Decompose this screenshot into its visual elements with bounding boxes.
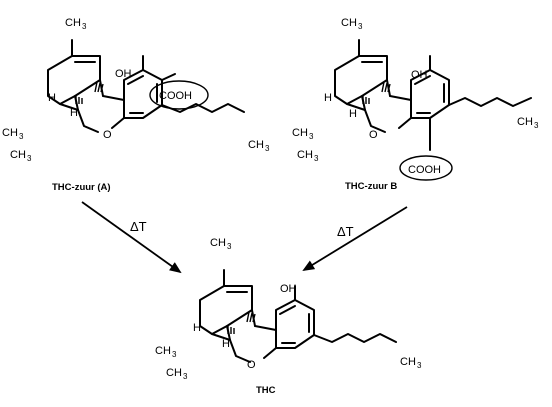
gem-methyl-1: CH [292, 127, 308, 139]
hydroxyl-label: OH [280, 283, 297, 295]
hydroxyl-label: OH [411, 69, 428, 81]
gem-methyl-2: CH [297, 149, 313, 161]
svg-text:3: 3 [314, 154, 319, 163]
svg-text:3: 3 [417, 361, 422, 370]
cooh-highlight-ellipse [149, 80, 209, 110]
arrow-right-label: ΔT [337, 224, 354, 239]
svg-text:3: 3 [358, 22, 363, 31]
ring-oxygen-label: O [103, 129, 112, 141]
hydrogen-label: H [193, 322, 201, 334]
ring-oxygen-label: O [247, 359, 256, 371]
structure-thc: CH 3 OH O H H CH 3 CH 3 CH 3 THC [155, 237, 422, 396]
gem-methyl-1: CH [2, 127, 18, 139]
methyl-label: CH [210, 237, 226, 249]
caption-thc-acid-b: THC-zuur B [345, 181, 397, 192]
svg-text:3: 3 [309, 132, 314, 141]
carboxyl-label: COOH [159, 90, 192, 102]
gem-methyl-2: CH [10, 149, 26, 161]
svg-text:3: 3 [172, 350, 177, 359]
cooh-highlight-ellipse-b [399, 155, 453, 181]
caption-thc-acid-a: THC-zuur (A) [52, 182, 111, 193]
svg-text:3: 3 [534, 121, 539, 130]
gem-methyl-1: CH [155, 345, 171, 357]
hydrogen-label: H [48, 92, 56, 104]
ring-oxygen-label: O [369, 129, 378, 141]
svg-text:3: 3 [183, 372, 188, 381]
structure-thc-acid-a: CH 3 OH COOH O H H CH 3 CH 3 CH 3 THC-zu… [2, 17, 270, 193]
arrow-right: ΔT [302, 206, 408, 272]
caption-thc: THC [256, 385, 276, 396]
structure-thc-acid-b: CH 3 OH COOH O H H CH 3 CH 3 CH 3 THC-zu… [292, 17, 539, 192]
svg-text:3: 3 [82, 22, 87, 31]
arrow-left-label: ΔT [130, 219, 147, 234]
hydrogen-label-2: H [349, 108, 357, 120]
chain-methyl: CH [400, 356, 416, 368]
svg-text:3: 3 [27, 154, 32, 163]
hydrogen-label-2: H [70, 107, 78, 119]
arrow-left: ΔT [81, 201, 182, 274]
chain-methyl: CH [517, 116, 533, 128]
methyl-label: CH [341, 17, 357, 29]
hydroxyl-label: OH [115, 68, 132, 80]
svg-text:3: 3 [19, 132, 24, 141]
svg-text:3: 3 [265, 144, 270, 153]
chain-methyl: CH [248, 139, 264, 151]
carboxyl-label: COOH [408, 164, 441, 176]
hydrogen-label: H [324, 92, 332, 104]
gem-methyl-2: CH [166, 367, 182, 379]
methyl-label: CH [65, 17, 81, 29]
hydrogen-label-2: H [222, 338, 230, 350]
svg-text:3: 3 [227, 242, 232, 251]
